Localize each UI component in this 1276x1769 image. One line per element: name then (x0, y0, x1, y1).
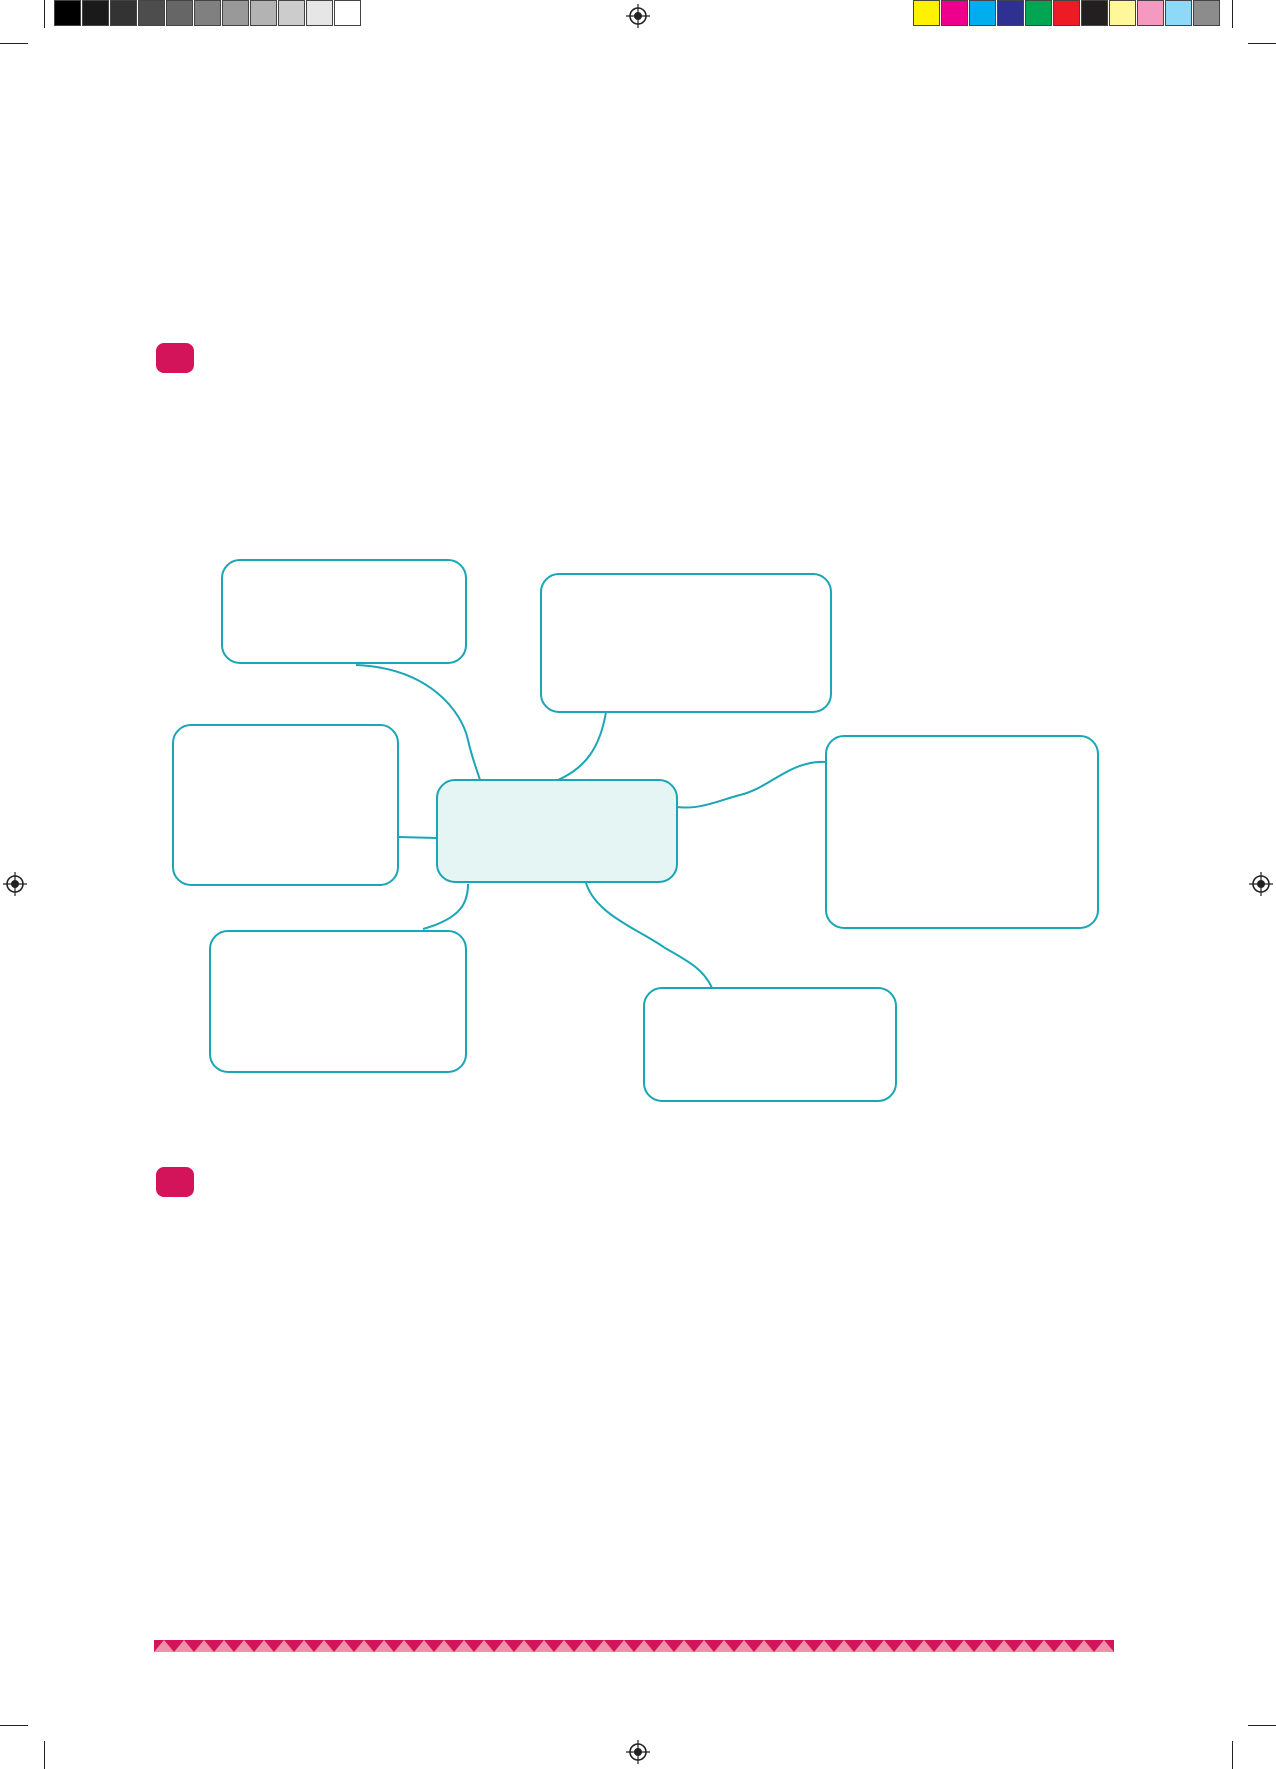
process-color-swatch-strip (913, 0, 1221, 28)
registration-target-icon (3, 872, 27, 896)
crop-mark-top-left-h (0, 43, 28, 44)
mind-map-node-bottom-right (643, 987, 897, 1102)
crop-mark-top-right-v (1232, 0, 1233, 28)
mind-map-node-bottom-left (209, 930, 467, 1073)
connector-bottom-right (585, 882, 713, 989)
registration-target-icon (626, 1740, 650, 1764)
color-swatch (306, 0, 333, 26)
crop-mark-top-left-v (44, 0, 45, 28)
connector-top-center (557, 711, 607, 781)
mind-map-nodes (172, 559, 1099, 1102)
color-swatch (250, 0, 277, 26)
activity-badge-2 (156, 1167, 194, 1197)
footer-zigzag-band (154, 1640, 1114, 1652)
mind-map-node-top-left-box (221, 559, 467, 664)
crop-mark-bottom-right-h (1248, 1725, 1276, 1726)
color-swatch (334, 0, 361, 26)
mind-map-node-bottom-left-box (209, 930, 467, 1073)
grayscale-swatch-strip (54, 0, 362, 28)
color-swatch (278, 0, 305, 26)
color-swatch (969, 0, 996, 26)
crop-mark-bottom-left-v (44, 1741, 45, 1769)
color-swatch (194, 0, 221, 26)
color-swatch (166, 0, 193, 26)
connector-top-left (355, 664, 481, 781)
color-swatch (222, 0, 249, 26)
color-swatch (138, 0, 165, 26)
registration-target-icon (1249, 872, 1273, 896)
crop-mark-top-right-h (1248, 43, 1276, 44)
color-swatch (913, 0, 940, 26)
color-swatch (1193, 0, 1220, 26)
mind-map-node-right-box (825, 735, 1099, 929)
mind-map-node-bottom-right-box (643, 987, 897, 1102)
color-swatch (82, 0, 109, 26)
mind-map-node-middle-left-box (172, 724, 399, 886)
mind-map-node-right (825, 735, 1099, 929)
color-swatch (997, 0, 1024, 26)
color-swatch (1137, 0, 1164, 26)
color-swatch (1081, 0, 1108, 26)
color-swatch (54, 0, 81, 26)
mind-map-center-node-box (436, 779, 678, 883)
mind-map-center-node (436, 779, 678, 883)
mind-map-node-top-center (540, 573, 832, 713)
crop-mark-bottom-right-v (1232, 1741, 1233, 1769)
mind-map-node-middle-left (172, 724, 399, 886)
activity-badge-1 (156, 343, 194, 373)
mind-map-connectors (355, 664, 827, 989)
color-swatch (1025, 0, 1052, 26)
color-swatch (110, 0, 137, 26)
registration-target-icon (626, 4, 650, 28)
crop-mark-bottom-left-h (0, 1725, 28, 1726)
color-swatch (1165, 0, 1192, 26)
color-swatch (941, 0, 968, 26)
mind-map-node-top-left (221, 559, 467, 664)
connector-middle-left (397, 836, 438, 839)
connector-right (676, 760, 827, 809)
mind-map-node-top-center-box (540, 573, 832, 713)
color-swatch (1053, 0, 1080, 26)
connector-bottom-left (422, 883, 469, 930)
color-swatch (1109, 0, 1136, 26)
